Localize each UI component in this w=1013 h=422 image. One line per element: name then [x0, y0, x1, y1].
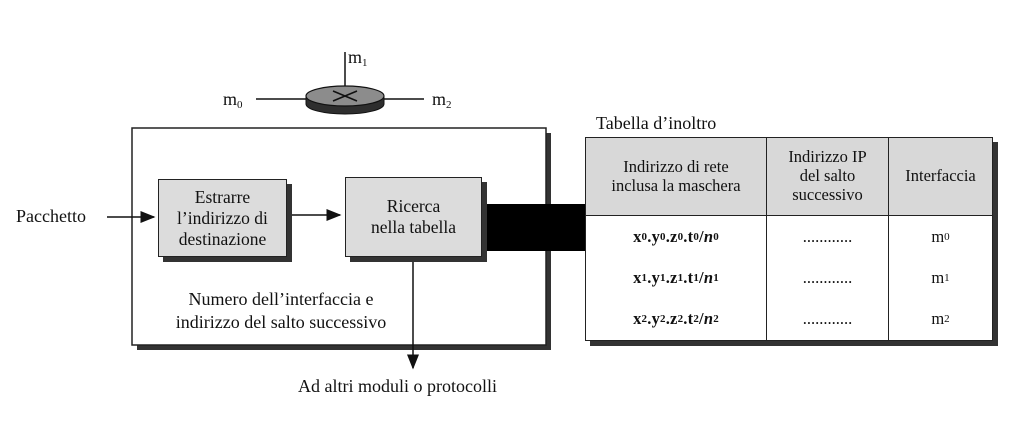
- router-port-left-label: m0: [223, 89, 243, 111]
- lookup-line-1: Ricerca: [386, 196, 441, 216]
- header-interface: Interfaccia: [889, 138, 992, 216]
- extract-line-3: destinazione: [178, 228, 267, 249]
- table-row-2-next-hop: ............: [767, 298, 889, 340]
- output-caption-line-1: Numero dell’interfaccia e: [188, 289, 374, 309]
- extract-destination-box: Estrarre l’indirizzo di destinazione: [158, 179, 287, 257]
- forwarding-table-title: Tabella d’inoltro: [596, 113, 717, 133]
- table-row-1-next-hop: ............: [767, 257, 889, 298]
- extract-line-1: Estrarre: [194, 186, 251, 207]
- extract-line-2: l’indirizzo di: [177, 207, 268, 228]
- table-connector: [483, 204, 586, 251]
- router-port-right-label: m2: [432, 89, 452, 111]
- other-modules-label: Ad altri moduli o protocolli: [298, 376, 497, 396]
- output-caption: Numero dell’interfaccia e indirizzo del …: [151, 288, 411, 333]
- input-packet-label: Pacchetto: [16, 206, 86, 226]
- lookup-line-2: nella tabella: [370, 217, 457, 237]
- router-port-top-label: m1: [348, 47, 368, 69]
- table-row-0-next-hop: ............: [767, 216, 889, 257]
- output-caption-line-2: indirizzo del salto successivo: [175, 311, 387, 332]
- table-lookup-box: Ricerca nella tabella: [345, 177, 482, 257]
- router-icon: [305, 85, 385, 115]
